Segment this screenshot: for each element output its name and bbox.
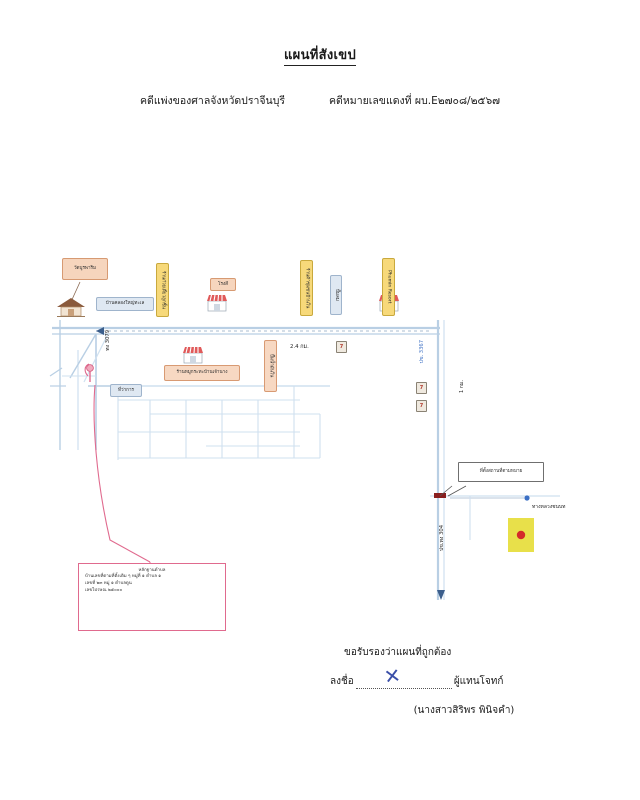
- map-label-yellow-resort: Phumin Resort: [382, 258, 395, 316]
- route-shield: 7: [416, 400, 427, 412]
- note-line: เลขที่ ๒๓ หมู่ ๑ ตำบลดูน: [85, 580, 132, 586]
- role-label: ผู้แทนโจทก์: [453, 676, 504, 687]
- map-label-yellow-school: ร้านก๋วยเตี๋ยวลูกชิ้น: [156, 263, 169, 317]
- address-note-box: หลักฐานตำบล บ้านเลขที่ตามที่ตั้งเดิม ๆ ห…: [78, 563, 226, 631]
- note-line: เลขไปรษณ ๒๕๐๐๐: [85, 587, 123, 593]
- signature-line: ลงชื่อ ✕ ผู้แทนโจทก์: [330, 663, 580, 689]
- case-header: คดีแพ่งของศาลจังหวัดปราจีนบุรี คดีหมายเล…: [0, 92, 640, 109]
- note-heading: หลักฐานตำบล: [138, 568, 166, 573]
- map-label-yellow-mid: ปั๊มน้ำมันใน: [264, 340, 277, 392]
- signatory-name: (นางสาวสิริพร พินิจคำ): [413, 705, 515, 716]
- map-roads: [49, 281, 560, 600]
- map-label-shop-top: โรงสี: [210, 278, 236, 291]
- signature-rule: ✕: [355, 663, 452, 689]
- note-line: บ้านเลขที่ตามที่ตั้งเดิม ๆ หมู่ที่ ๑ ตำบ…: [85, 573, 162, 579]
- route-shield: 7: [336, 341, 347, 353]
- map-label-to-destination: ทางหลวงชนบท: [532, 504, 566, 510]
- page-title: แผนที่สังเขป: [0, 44, 640, 66]
- map-label-blue-small: ปั๊มลม: [330, 275, 342, 315]
- case-number: คดีหมายเลขแดงที่ ผบ.E๒๗๐๘/๒๕๖๗: [329, 95, 501, 107]
- map-label-road-mid-vert: 1 กม.: [459, 380, 465, 394]
- route-shield: 7: [416, 382, 427, 394]
- map-label-yellow-store: ร้านค้าชุมชนบ้านใน: [300, 260, 313, 316]
- map-label-road-blue-top: บ้านคลองใหญ่ทะเล: [96, 297, 154, 311]
- signature-block: ขอรับรองว่าแผนที่ถูกต้อง ลงชื่อ ✕ ผู้แทน…: [330, 645, 580, 718]
- page-title-text: แผนที่สังเขป: [283, 48, 357, 66]
- sign-label: ลงชื่อ: [330, 676, 354, 687]
- map-label-road-left-vert: ทง 3079: [105, 330, 111, 351]
- case-type: คดีแพ่งของศาลจังหวัดปราจีนบุรี: [139, 95, 286, 107]
- sketch-map: 7 7 7 วัดบูรพาริม บ้านคลองใหญ่ทะเล ร้านก…: [0, 200, 640, 640]
- map-label-destination-callout: ที่ตั้งสถานที่ตามหมาย: [458, 462, 544, 482]
- certification-text: ขอรับรองว่าแผนที่ถูกต้อง: [344, 647, 452, 658]
- signature-mark: ✕: [382, 662, 403, 690]
- map-label-distance: 2.4 กม.: [290, 344, 309, 350]
- map-label-road-bottom-vert: ปข.ทง 304: [439, 525, 445, 551]
- map-label-house-callout: วัดบูรพาริม: [62, 258, 108, 280]
- map-label-blue-left: ที่ว่าการ: [110, 384, 142, 397]
- map-label-shop-mid-callout: ร้านหมูกระทะบ้านเจ้านาง: [164, 365, 240, 381]
- map-label-road-right-vert: ปข. 3367: [419, 340, 425, 364]
